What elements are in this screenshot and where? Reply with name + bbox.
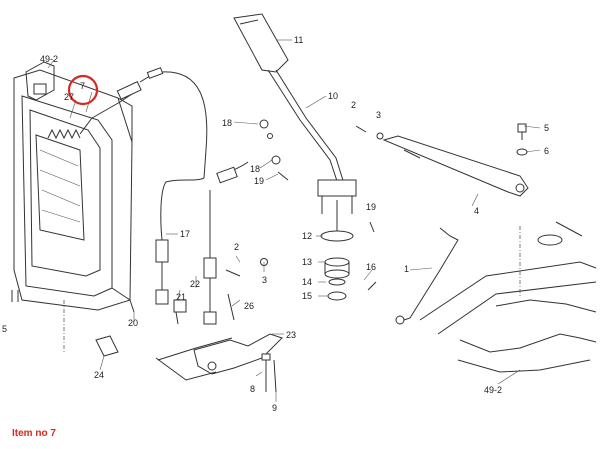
callout-4: 4 <box>474 206 479 216</box>
callout-19-a: 19 <box>254 176 264 186</box>
callout-15: 15 <box>302 291 312 301</box>
leader-lines <box>47 39 541 402</box>
callout-13: 13 <box>302 257 312 267</box>
bracket-part-23 <box>95 258 377 393</box>
callout-19-b: 19 <box>366 202 376 212</box>
callout-23: 23 <box>286 330 296 340</box>
callout-2-mid: 2 <box>234 242 239 252</box>
callout-20: 20 <box>128 318 138 328</box>
callout-5-left: 5 <box>2 324 7 334</box>
lever-part-4 <box>382 135 529 197</box>
spring-part-27 <box>47 117 93 140</box>
cable-assembly-17 <box>155 161 249 325</box>
callout-18-b: 18 <box>250 164 260 174</box>
callout-7: 7 <box>80 81 85 91</box>
highlight-circle <box>67 74 99 106</box>
release-cable <box>91 67 208 179</box>
callout-21: 21 <box>176 292 186 302</box>
callout-labels: 49-2 27 7 11 10 2 3 5 6 18 18 19 19 4 17… <box>2 35 549 413</box>
caption-item-label: Item no 7 <box>12 428 56 439</box>
callout-27: 27 <box>64 92 74 102</box>
shift-lever-10-11 <box>233 13 357 214</box>
callout-14: 14 <box>302 277 312 287</box>
callout-18-a: 18 <box>222 118 232 128</box>
callout-10: 10 <box>328 91 338 101</box>
callout-17: 17 <box>180 229 190 239</box>
parts-diagram: 49-2 27 7 11 10 2 3 5 6 18 18 19 19 4 17… <box>2 13 597 413</box>
callout-22: 22 <box>190 279 200 289</box>
floor-plate-49-2 <box>419 221 597 373</box>
callout-3-top: 3 <box>376 110 381 120</box>
callout-9: 9 <box>272 403 277 413</box>
callout-8: 8 <box>250 384 255 394</box>
screws-top <box>355 125 384 140</box>
callout-5: 5 <box>544 123 549 133</box>
spring-stack-12-15 <box>320 200 354 301</box>
callout-11: 11 <box>294 35 303 45</box>
callout-2-top: 2 <box>351 100 356 110</box>
callout-6: 6 <box>544 146 549 156</box>
callout-12: 12 <box>302 231 312 241</box>
callout-3-mid: 3 <box>262 275 267 285</box>
callout-26: 26 <box>244 301 254 311</box>
screws-18-19 <box>259 119 375 233</box>
callout-49-2-top: 49-2 <box>40 54 58 64</box>
bolt-part-5 <box>516 123 528 156</box>
callout-49-2-bottom: 49-2 <box>484 385 502 395</box>
callout-24: 24 <box>94 370 104 380</box>
callout-1: 1 <box>404 264 409 274</box>
rod-part-1 <box>395 227 459 325</box>
callout-16: 16 <box>366 262 376 272</box>
